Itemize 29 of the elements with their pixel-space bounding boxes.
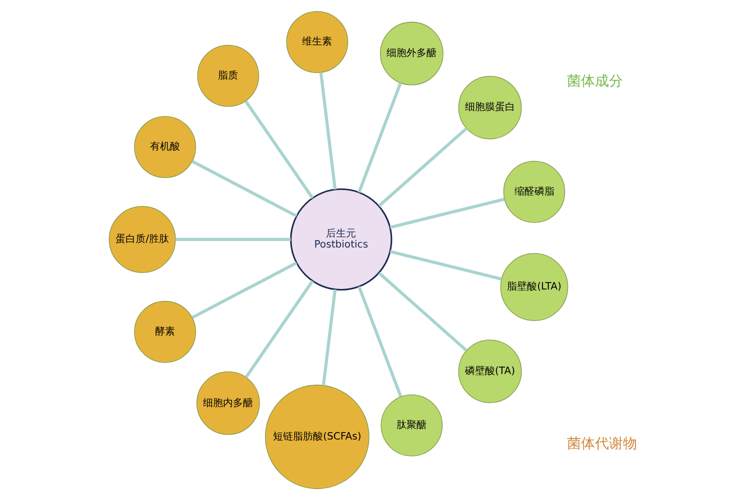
node-circle: 细胞膜蛋白 bbox=[458, 76, 522, 140]
connector bbox=[357, 286, 402, 398]
node-circle: 缩醛磷脂 bbox=[502, 160, 565, 223]
label: 菌体成分 bbox=[566, 74, 623, 90]
node-circle: 细胞外多醣 bbox=[379, 22, 443, 86]
connector bbox=[389, 250, 502, 280]
node-circle: 细胞内多醣 bbox=[196, 371, 260, 435]
node-circle: 蛋白质/胜肽 bbox=[108, 206, 176, 273]
node-circle: 脂质 bbox=[196, 44, 259, 107]
node-circle: 维生素 bbox=[286, 11, 348, 74]
node-circle: 磷壁酸(TA) bbox=[458, 340, 522, 404]
connector bbox=[191, 160, 297, 218]
connector bbox=[318, 72, 336, 190]
label: 菌体代谢物 bbox=[566, 436, 637, 452]
node-circle: 酵素 bbox=[134, 300, 196, 363]
connector bbox=[378, 127, 468, 207]
connector bbox=[357, 82, 402, 193]
connector bbox=[191, 262, 297, 319]
node-circle: 脂壁酸(LTA) bbox=[500, 253, 568, 321]
connector bbox=[175, 238, 290, 242]
node-circle: 肽聚醣 bbox=[380, 394, 442, 456]
node-circle: 后生元 Postbiotics bbox=[290, 188, 392, 291]
connector bbox=[378, 272, 467, 352]
connector bbox=[389, 198, 504, 229]
connector bbox=[244, 100, 314, 199]
connector bbox=[321, 289, 336, 386]
connector bbox=[244, 280, 314, 378]
node-circle: 短链脂肪酸(SCFAs) bbox=[264, 384, 369, 490]
node-circle: 有机酸 bbox=[134, 116, 196, 178]
